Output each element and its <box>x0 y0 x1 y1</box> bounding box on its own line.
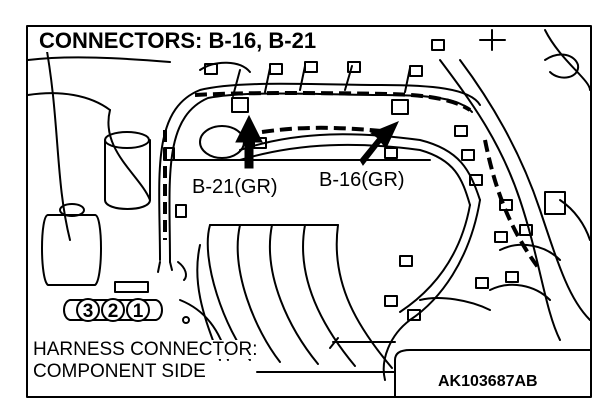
harness-dashed-mid <box>261 125 393 134</box>
pin-number-2: 2 <box>101 298 125 322</box>
callout-b16: B-16(GR) <box>318 169 406 191</box>
harness-connector-body <box>63 299 163 321</box>
connector-b16-shape <box>391 99 409 115</box>
left-body-cap <box>59 203 85 217</box>
arrow-to-b16 <box>359 121 399 166</box>
pin-number-3: 3 <box>76 298 100 322</box>
arrow-to-b21 <box>235 114 263 169</box>
cylinder-top <box>104 131 150 149</box>
figure-code: AK103687AB <box>436 373 540 390</box>
left-body <box>41 214 102 286</box>
hose-line <box>27 92 111 111</box>
connector-latch <box>114 281 149 293</box>
cylinder <box>104 139 151 210</box>
figure-title: CONNECTORS: B-16, B-21 <box>36 30 320 52</box>
code-box-outline <box>394 349 591 398</box>
harness-dashed-right <box>483 139 542 272</box>
hose-line <box>27 56 171 63</box>
component-side-note: COMPONENT SIDE <box>31 361 208 382</box>
connector-small-dot <box>182 316 190 324</box>
harness-dashed-upper <box>194 91 472 112</box>
cap-outline <box>544 53 580 79</box>
callout-b21: B-21(GR) <box>191 176 279 198</box>
connector-b21-shape <box>231 97 249 113</box>
figure-frame <box>26 25 592 398</box>
body-line <box>107 109 151 201</box>
body-line <box>44 39 71 241</box>
harness-connector-note: HARNESS CONNECTOR: <box>31 339 260 360</box>
pin-number-1: 1 <box>126 298 150 322</box>
